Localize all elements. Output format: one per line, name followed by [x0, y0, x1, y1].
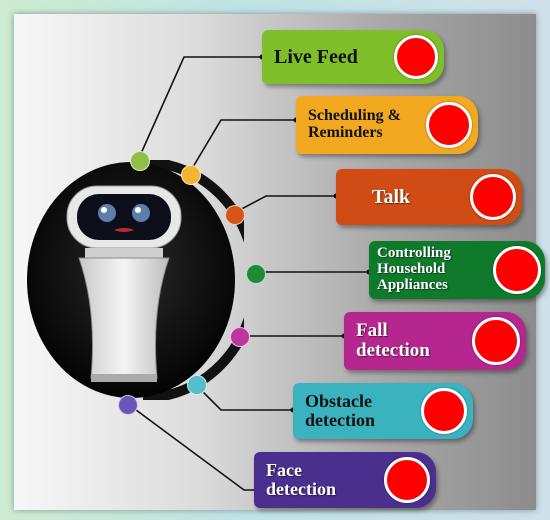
status-indicator-icon [394, 35, 438, 79]
node-face [118, 395, 138, 415]
feature-obstacle-detection: Obstacle detection [293, 383, 473, 439]
feature-live-feed: Live Feed [262, 30, 444, 84]
feature-scheduling-reminders: Scheduling & Reminders [296, 96, 478, 154]
node-live-feed [130, 151, 150, 171]
connector-talk [233, 195, 336, 214]
feature-fall-detection: Fall detection [344, 312, 526, 370]
feature-label: Live Feed [274, 45, 358, 68]
feature-label: Controlling Household Appliances [377, 245, 451, 293]
connector-obstacle [194, 383, 293, 411]
status-indicator-icon [470, 174, 516, 220]
feature-label: Scheduling & Reminders [308, 107, 401, 141]
node-appliances [246, 264, 266, 284]
status-indicator-icon [426, 102, 472, 148]
status-indicator-icon [421, 388, 467, 434]
robot-eye-right [132, 204, 150, 222]
node-talk [225, 205, 245, 225]
connector-face [127, 403, 254, 491]
feature-label: Talk [372, 185, 411, 208]
feature-label: Face detection [266, 460, 336, 499]
node-obstacle [187, 375, 207, 395]
connector-scheduling [189, 119, 296, 173]
connector-live-feed [138, 56, 262, 159]
robot-illustration [27, 160, 244, 400]
status-indicator-icon [493, 246, 541, 294]
feature-talk: Talk [336, 169, 522, 225]
feature-label: Fall detection [356, 320, 430, 361]
robot-body [78, 257, 170, 379]
status-indicator-icon [384, 457, 430, 503]
node-scheduling [181, 165, 201, 185]
feature-controlling-household-appliances: Controlling Household Appliances [369, 241, 545, 299]
robot-eye-left [98, 204, 116, 222]
node-fall [230, 327, 250, 347]
feature-label: Obstacle detection [305, 391, 375, 430]
feature-face-detection: Face detection [254, 452, 436, 508]
status-indicator-icon [472, 317, 520, 365]
